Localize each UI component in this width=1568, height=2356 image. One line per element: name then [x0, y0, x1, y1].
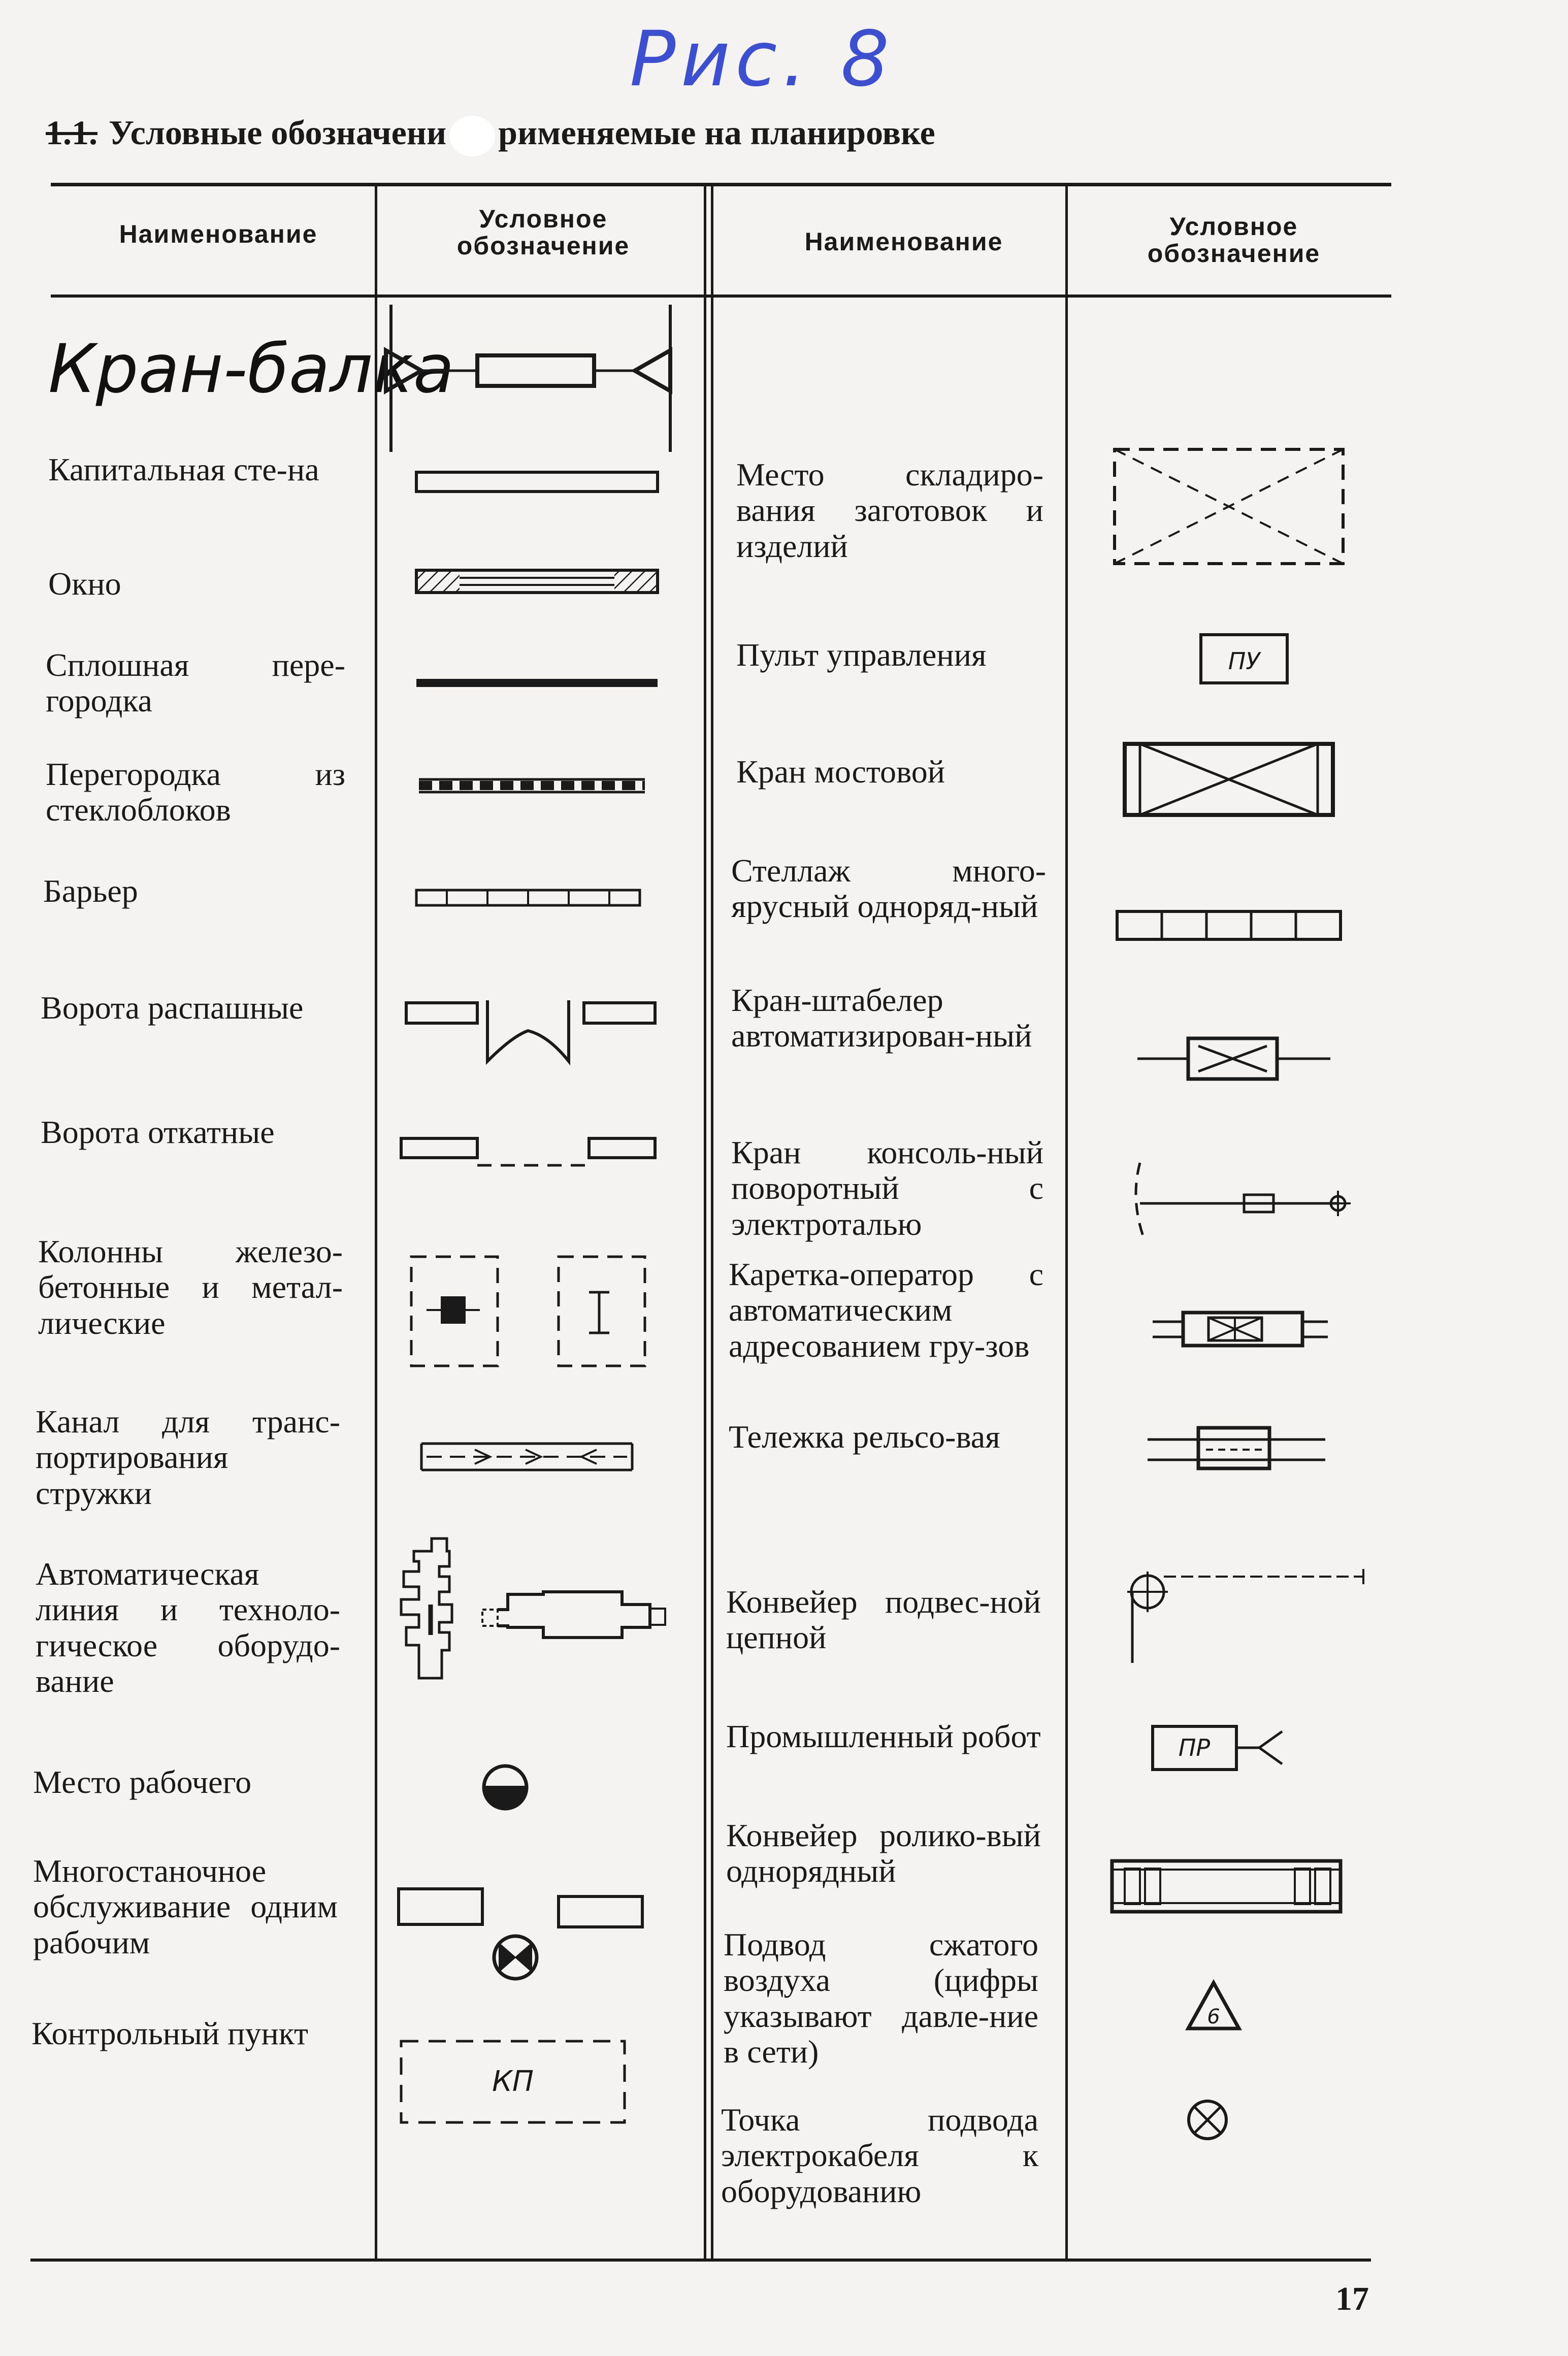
compressed-air-symbol — [1185, 1979, 1242, 2031]
table-col-divider-2a — [704, 183, 706, 2260]
right-item-cable-point: Точка подвода электрокабеля к оборудован… — [721, 2102, 1038, 2209]
table-col-divider-2b — [711, 183, 713, 2260]
header-symbol-left: Условное обозначение — [456, 205, 630, 260]
right-item-overhead-conveyor: Конвейер подвес-ной цепной — [726, 1584, 1041, 1656]
figure-note-handwritten: Рис. 8 — [630, 15, 895, 104]
right-item-compressed-air: Подвод сжатого воздуха (цифры указывают … — [724, 1926, 1038, 2070]
right-item-control-panel: Пульт управления — [736, 637, 987, 673]
right-item-bridge-crane: Кран мостовой — [736, 754, 945, 790]
carriage-operator-symbol — [1153, 1311, 1328, 1348]
rack-symbol — [1116, 910, 1342, 941]
barrier-symbol — [415, 889, 641, 907]
control-panel-symbol — [1199, 633, 1289, 684]
storage-place-symbol — [1113, 448, 1345, 565]
columns-symbol — [410, 1255, 646, 1367]
right-item-stacker-crane: Кран-штабелер автоматизирован-ный — [731, 982, 1032, 1054]
header-name-left: Наименование — [119, 220, 318, 248]
table-col-divider-3 — [1065, 183, 1068, 2260]
section-number: 1.1. — [46, 113, 97, 152]
worker-place-symbol — [482, 1764, 529, 1811]
right-item-industrial-robot: Промышленный робот — [726, 1718, 1041, 1754]
right-item-storage-place: Место складиро-вания заготовок и изделий — [736, 456, 1043, 564]
checkpoint-symbol — [400, 2040, 626, 2124]
window-symbol — [415, 569, 659, 594]
left-item-checkpoint: Контрольный пункт — [31, 2015, 308, 2051]
jib-crane-symbol — [1134, 1162, 1351, 1242]
right-item-rail-cart: Тележка рельсо-вая — [729, 1419, 1000, 1455]
table-top-rule — [51, 183, 1391, 186]
glass-block-partition-symbol — [419, 778, 645, 794]
air-pressure-label: 6 — [1207, 2005, 1220, 2028]
roller-conveyor-symbol — [1110, 1859, 1343, 1914]
robot-label: ПР — [1179, 1734, 1211, 1761]
industrial-robot-symbol — [1151, 1725, 1283, 1771]
left-item-barrier: Барьер — [43, 873, 138, 909]
header-symbol-right: Условное обозначение — [1147, 212, 1321, 268]
right-item-jib-crane: Кран консоль-ный поворотный с электротал… — [731, 1134, 1043, 1242]
table-bottom-rule — [30, 2259, 1371, 2262]
table-col-divider-1 — [375, 183, 377, 2260]
left-item-solid-partition: Сплошная пере-городка — [46, 647, 345, 719]
left-item-worker-place: Место рабочего — [33, 1764, 252, 1800]
overhead-conveyor-symbol — [1127, 1569, 1364, 1663]
left-item-chip-channel: Канал для транс-портирования стружки — [36, 1403, 340, 1511]
header-name-right: Наименование — [804, 227, 1003, 256]
swing-gates-symbol — [405, 1000, 657, 1066]
cable-point-symbol — [1187, 2100, 1228, 2140]
right-item-carriage-operator: Каретка-оператор с автоматическим адресо… — [729, 1256, 1043, 1364]
checkpoint-label: КП — [492, 2065, 534, 2098]
left-item-glass-block-partition: Перегородка из стеклоблоков — [46, 756, 345, 828]
left-item-swing-gates: Ворота распашные — [41, 990, 304, 1026]
section-title-part-b: рименяемые на планировке — [498, 113, 935, 152]
section-title: 1.1. Условные обозначени рименяемые на пла… — [46, 113, 935, 157]
left-item-window: Окно — [48, 566, 121, 602]
bridge-crane-symbol — [1123, 742, 1335, 817]
sliding-gates-symbol — [400, 1137, 657, 1167]
left-item-columns: Колонны железо-бетонные и метал-лические — [38, 1233, 343, 1341]
chip-channel-symbol — [420, 1442, 634, 1471]
torn-paper-spot — [449, 116, 496, 157]
automatic-line-symbol — [400, 1537, 666, 1680]
crane-beam-symbol — [384, 305, 672, 452]
table-header-rule — [51, 294, 1391, 298]
stacker-crane-symbol — [1137, 1036, 1330, 1081]
rail-cart-symbol — [1148, 1426, 1325, 1470]
multi-machine-symbol — [397, 1887, 644, 1981]
left-item-multi-machine: Многостаночное обслуживание одним рабочи… — [33, 1853, 338, 1960]
left-item-capital-wall: Капитальная сте-на — [48, 451, 319, 487]
page-number: 17 — [1335, 2280, 1369, 2317]
section-title-part-a: Условные обозначени — [109, 113, 447, 152]
control-panel-label: ПУ — [1228, 647, 1262, 675]
left-item-automatic-line: Автоматическая линия и техноло-гическое … — [36, 1556, 340, 1699]
right-item-roller-conveyor: Конвейер ролико-вый однорядный — [726, 1817, 1041, 1889]
left-item-sliding-gates: Ворота откатные — [41, 1114, 275, 1150]
right-item-rack: Стеллаж много-ярусный одноряд-ный — [731, 853, 1046, 925]
capital-wall-symbol — [415, 471, 659, 493]
